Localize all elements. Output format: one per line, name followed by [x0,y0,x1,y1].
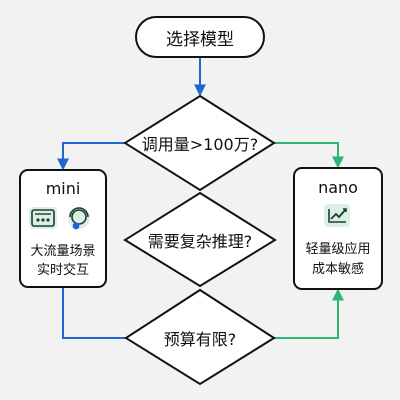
arrow-volume-to-mini [57,142,125,171]
nano-title: nano [318,177,358,197]
decision-budget-label: 预算有限? [163,330,237,349]
decision-volume [123,94,276,192]
decision-reasoning-label: 需要复杂推理? [147,232,253,251]
mini-node [19,169,107,288]
mini-title: mini [45,178,81,198]
nano-desc-line2: 成本敏感 [311,261,364,277]
nano-node [293,167,383,290]
decision-budget [124,288,276,386]
mini-desc-line1: 大流量场景 [30,243,96,259]
decision-reasoning [123,191,277,288]
nano-desc-line1: 轻量级应用 [305,241,371,257]
start-node [135,16,265,58]
arrow-volume-to-nano [274,142,344,169]
arrow-budget-to-mini [62,288,126,339]
headset-globe-icon [68,207,90,230]
radio-device-icon [29,207,57,229]
growth-chart-icon [324,204,350,227]
mini-desc-line2: 实时交互 [36,262,89,278]
arrow-budget-to-nano [274,288,344,339]
start-label: 选择模型 [166,29,234,50]
decision-volume-label: 调用量>100万? [141,135,259,154]
